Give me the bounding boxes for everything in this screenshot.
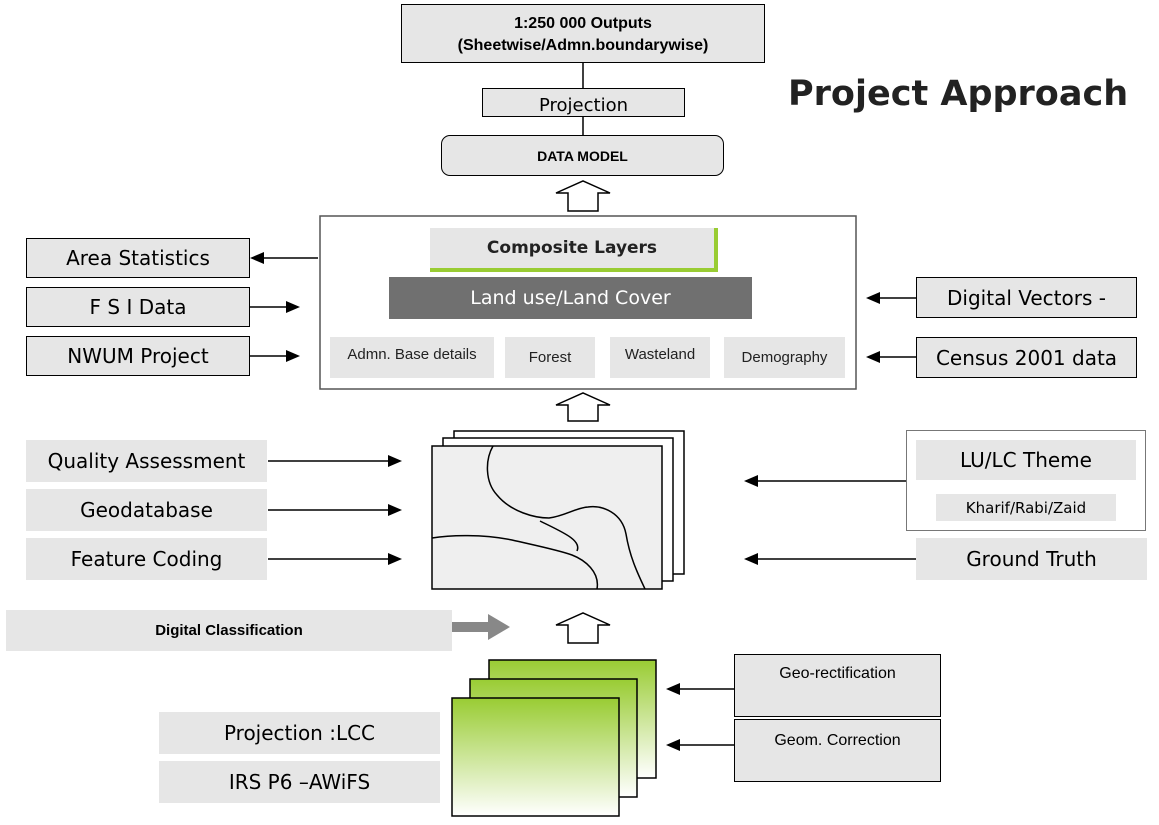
arrow-from-geom-correction [666, 739, 680, 751]
sub-layer-wasteland: Wasteland [610, 337, 710, 378]
arrow-from-ground-truth [744, 553, 758, 565]
hollow-up-arrow-2 [555, 392, 611, 422]
hollow-up-arrow-3 [555, 612, 611, 644]
land-use-box: Land use/Land Cover [389, 277, 752, 319]
composite-frame [319, 215, 857, 390]
sub-layer-forest: Forest [505, 337, 595, 378]
quality-assessment-box: Quality Assessment [26, 440, 267, 482]
sub-layer-demography: Demography [724, 337, 845, 378]
arrow-from-census [866, 351, 880, 363]
outputs-title: 1:250 000 Outputs [514, 15, 652, 32]
geo-rectification-box: Geo-rectification [734, 654, 941, 717]
lulc-theme-box: LU/LC Theme [916, 440, 1136, 480]
fsi-data-box: F S I Data [26, 287, 250, 327]
digital-vectors-box: Digital Vectors - [916, 277, 1137, 318]
digital-classification-arrow-head [488, 614, 510, 640]
geom-correction-box: Geom. Correction [734, 719, 941, 782]
outputs-subtitle: (Sheetwise/Admn.boundarywise) [457, 37, 709, 54]
image-sheet-front [451, 697, 620, 817]
data-model-label: DATA MODEL [537, 147, 628, 164]
map-boundary-2 [431, 534, 599, 590]
hollow-up-arrow-1 [555, 180, 611, 212]
ground-truth-box: Ground Truth [916, 538, 1147, 580]
arrow-from-digital-vectors [866, 292, 880, 304]
land-use-label: Land use/Land Cover [470, 287, 671, 309]
sub-layer-admn-base: Admn. Base details [330, 337, 494, 378]
projection-box: Projection [482, 88, 685, 117]
map-boundary-3 [539, 520, 579, 552]
feature-coding-box: Feature Coding [26, 538, 267, 580]
arrow-from-feature-coding [388, 553, 402, 565]
data-model-box: DATA MODEL [441, 135, 724, 176]
composite-layers-label: Composite Layers [486, 238, 658, 258]
irs-awifs-box: IRS P6 –AWiFS [159, 761, 440, 803]
projection-label: Projection [538, 95, 628, 116]
composite-layers-box: Composite Layers [430, 228, 718, 272]
arrow-from-lulc-theme [744, 475, 758, 487]
arrow-from-geo-rectification [666, 683, 680, 695]
map-boundary-1 [486, 445, 646, 590]
nwum-project-box: NWUM Project [26, 336, 250, 376]
projection-lcc-box: Projection :LCC [159, 712, 440, 754]
seasons-box: Kharif/Rabi/Zaid [936, 494, 1116, 521]
census-box: Census 2001 data [916, 337, 1137, 378]
outputs-box: 1:250 000 Outputs (Sheetwise/Admn.bounda… [401, 4, 765, 63]
arrow-from-geodatabase [388, 504, 402, 516]
digital-classification-arrow-shaft [450, 622, 490, 632]
digital-classification-box: Digital Classification [6, 610, 452, 651]
area-statistics-box: Area Statistics [26, 238, 250, 278]
arrow-to-area-statistics [250, 252, 264, 264]
arrow-from-quality-assessment [388, 455, 402, 467]
page-title: Project Approach [788, 74, 1129, 114]
arrow-from-nwum-project [286, 350, 300, 362]
arrow-from-fsi-data [286, 301, 300, 313]
geodatabase-box: Geodatabase [26, 489, 267, 531]
